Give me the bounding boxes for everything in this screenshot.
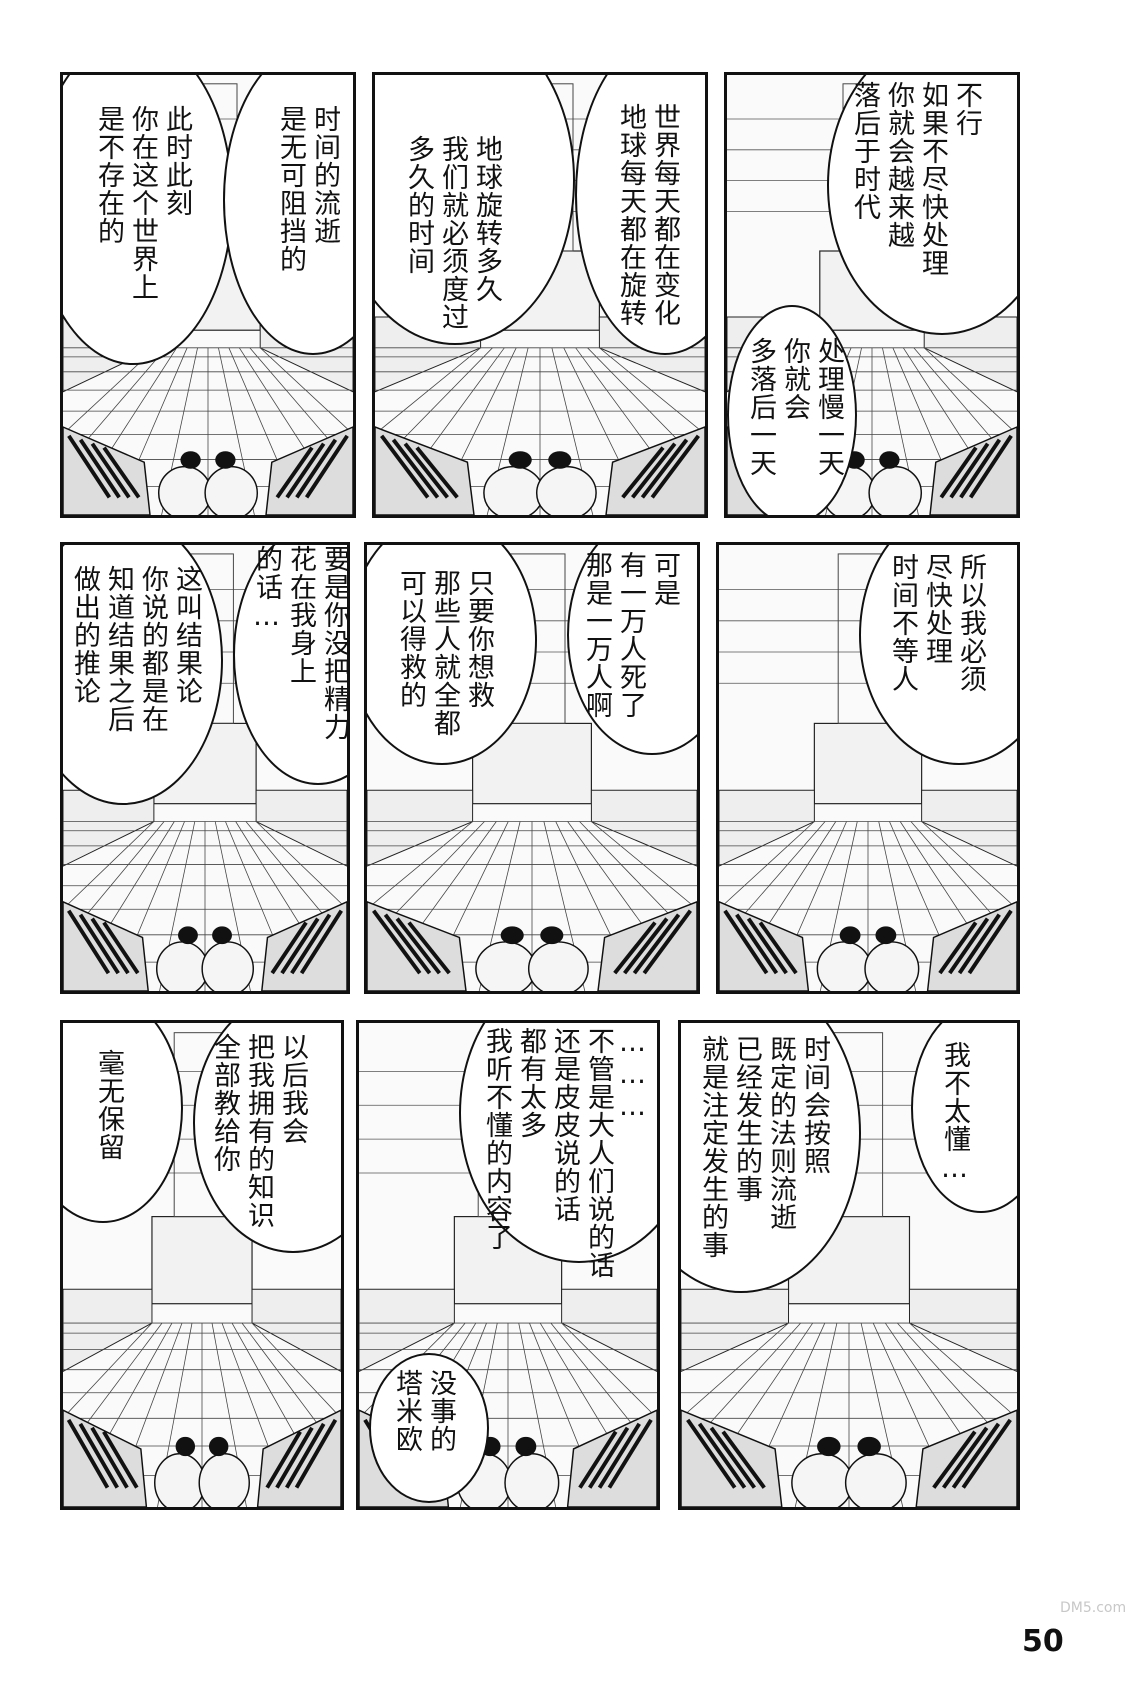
panel-8: ……… 不管是大人们说的话 还是皮皮说的话 都有太多 我听不懂的内容了 没事的 …	[356, 1020, 660, 1510]
dialogue-text: 以后我会 把我拥有的知识 全部教给你	[209, 1033, 308, 1229]
panel-2: 世界每天都在变化 地球每天都在旋转 地球旋转多久 我们就必须度过 多久的时间	[372, 72, 708, 518]
dialogue-text: 我不太懂…	[939, 1041, 970, 1185]
panel-4: 这叫结果论 你说的都是在 知道结果之后 做出的推论 要是你没把精力 花在我身上 …	[60, 542, 350, 994]
dialogue-text: 时间会按照 既定的法则流逝 已经发生的事 就是注定发生的事	[697, 1035, 830, 1259]
dialogue-text: 只要你想救 那些人就全都 可以得救的	[395, 569, 494, 737]
dialogue-text: 此时此刻 你在这个世界上 是不存在的	[93, 105, 192, 301]
dialogue-text: ……… 不管是大人们说的话 还是皮皮说的话 都有太多 我听不懂的内容了	[481, 1027, 648, 1279]
watermark: DM5.com	[1060, 1600, 1127, 1616]
panel-7: 毫无保留 以后我会 把我拥有的知识 全部教给你	[60, 1020, 344, 1510]
corridor-scene	[367, 553, 697, 991]
dialogue-text: 可是 有一万人死了 那是一万人啊	[581, 551, 680, 719]
dialogue-text: 所以我必须 尽快处理 时间不等人	[887, 553, 986, 693]
dialogue-text: 毫无保留	[93, 1049, 124, 1161]
corridor-scene	[63, 1032, 341, 1507]
dialogue-text: 这叫结果论 你说的都是在 知道结果之后 做出的推论	[69, 565, 202, 733]
panel-3: 不行 如果不尽快处理 你就会越来越 落后于时代 处理慢一天 你就会 多落后一天	[724, 72, 1020, 518]
dialogue-text: 世界每天都在变化 地球每天都在旋转	[615, 103, 680, 327]
dialogue-text: 不行 如果不尽快处理 你就会越来越 落后于时代	[849, 81, 982, 277]
dialogue-text: 地球旋转多久 我们就必须度过 多久的时间	[403, 135, 502, 331]
corridor-scene	[681, 1032, 1017, 1507]
corridor-scene	[719, 553, 1017, 991]
dialogue-text: 时间的流逝 是无可阻挡的	[275, 105, 340, 273]
dialogue-text: 处理慢一天 你就会 多落后一天	[745, 337, 844, 477]
dialogue-text: 要是你没把精力 花在我身上 的话…	[251, 545, 350, 741]
panel-9: 时间会按照 既定的法则流逝 已经发生的事 就是注定发生的事 我不太懂…	[678, 1020, 1020, 1510]
panel-1: 此时此刻 你在这个世界上 是不存在的 时间的流逝 是无可阻挡的	[60, 72, 356, 518]
panel-5: 可是 有一万人死了 那是一万人啊 只要你想救 那些人就全都 可以得救的	[364, 542, 700, 994]
dialogue-text: 没事的 塔米欧	[391, 1369, 456, 1453]
speech-bubble	[727, 305, 857, 515]
speech-bubble	[367, 545, 537, 765]
page-number: 50	[1022, 1624, 1064, 1659]
panel-6: 所以我必须 尽快处理 时间不等人	[716, 542, 1020, 994]
speech-bubble	[369, 1353, 489, 1503]
